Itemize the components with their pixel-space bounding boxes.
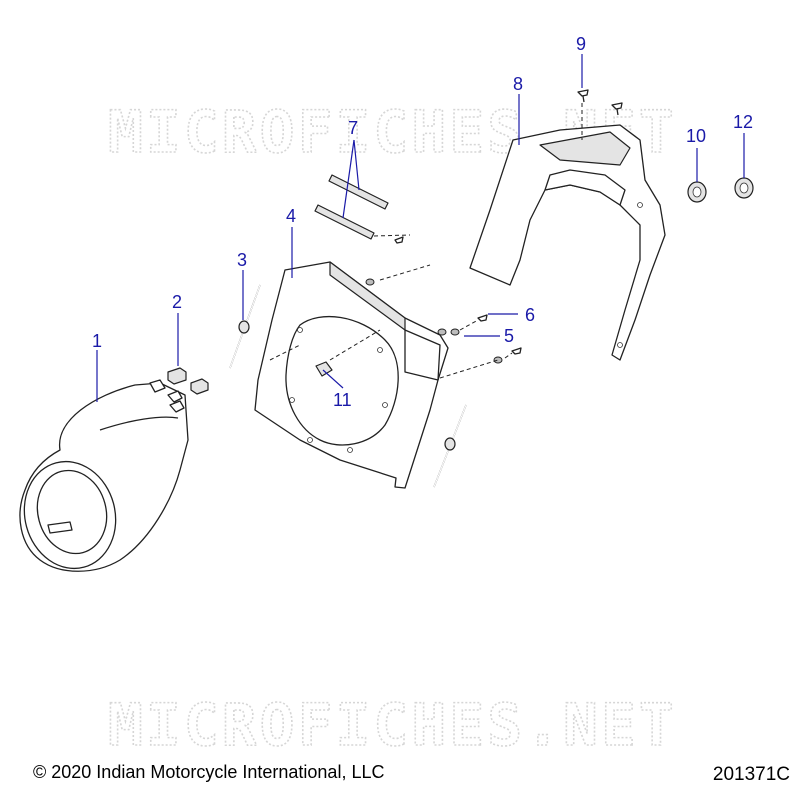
callout-2: 2 (172, 292, 182, 312)
callout-5: 5 (504, 326, 514, 346)
part-12-grommet (734, 177, 754, 199)
callout-4: 4 (286, 206, 296, 226)
part-3-rod-lower (433, 404, 467, 488)
callout-1: 1 (92, 331, 102, 351)
copyright-notice: © 2020 Indian Motorcycle International, … (33, 762, 385, 782)
callout-9: 9 (576, 34, 586, 54)
drawing-number: 201371C (712, 764, 790, 785)
callout-11: 11 (333, 390, 352, 410)
watermark-bottom: MICROFICHES.NET (108, 691, 677, 759)
part-8-fairing-shell (469, 124, 666, 361)
part-7-strips (314, 174, 389, 240)
part-1-headlight-nacelle (19, 379, 189, 572)
assembly-lines (269, 103, 583, 379)
part-5-6-hardware (365, 236, 522, 364)
callout-12: 12 (733, 112, 753, 132)
part-3-rod (229, 284, 261, 369)
part-4-fairing-bracket (254, 261, 449, 489)
callout-7: 7 (348, 118, 358, 138)
callout-6: 6 (525, 305, 535, 325)
part-9-screws (577, 89, 623, 116)
callout-3: 3 (237, 250, 247, 270)
leader-lines (96, 54, 745, 402)
part-11-clip (315, 361, 333, 377)
part-2-clips (167, 367, 209, 395)
callout-10: 10 (686, 126, 706, 146)
part-10-washer (687, 181, 707, 203)
callout-8: 8 (513, 74, 523, 94)
